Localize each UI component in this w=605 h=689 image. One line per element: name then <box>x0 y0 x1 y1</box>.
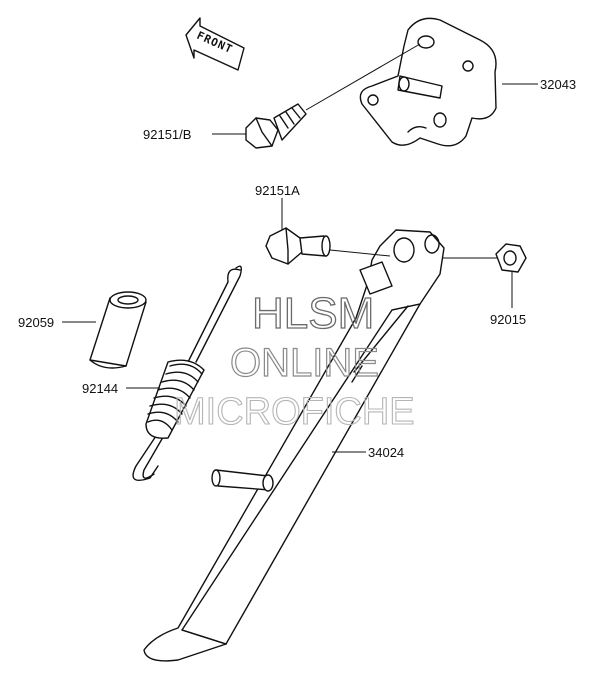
front-arrow: FRONT <box>185 17 245 71</box>
bracket-32043 <box>359 17 497 147</box>
bolt-92151a <box>265 227 331 265</box>
label-92151a: 92151A <box>255 183 300 198</box>
watermark: HLSM ONLINE MICROFICHE <box>173 288 415 433</box>
leader-lines <box>62 43 538 453</box>
bolt-92151b <box>245 103 307 149</box>
label-92151b: 92151/B <box>143 127 191 142</box>
nut-92015 <box>495 243 527 273</box>
label-92059: 92059 <box>18 315 54 330</box>
label-32043: 32043 <box>540 77 576 92</box>
side-stand-34024 <box>143 229 445 662</box>
watermark-line3: MICROFICHE <box>174 391 415 433</box>
watermark-line1: HLSM <box>252 289 374 338</box>
collar-92059 <box>89 291 147 369</box>
watermark-line2: ONLINE <box>230 341 379 385</box>
label-92144: 92144 <box>82 381 118 396</box>
label-34024: 34024 <box>368 445 404 460</box>
spring-92144 <box>132 265 243 481</box>
label-92015: 92015 <box>490 312 526 327</box>
